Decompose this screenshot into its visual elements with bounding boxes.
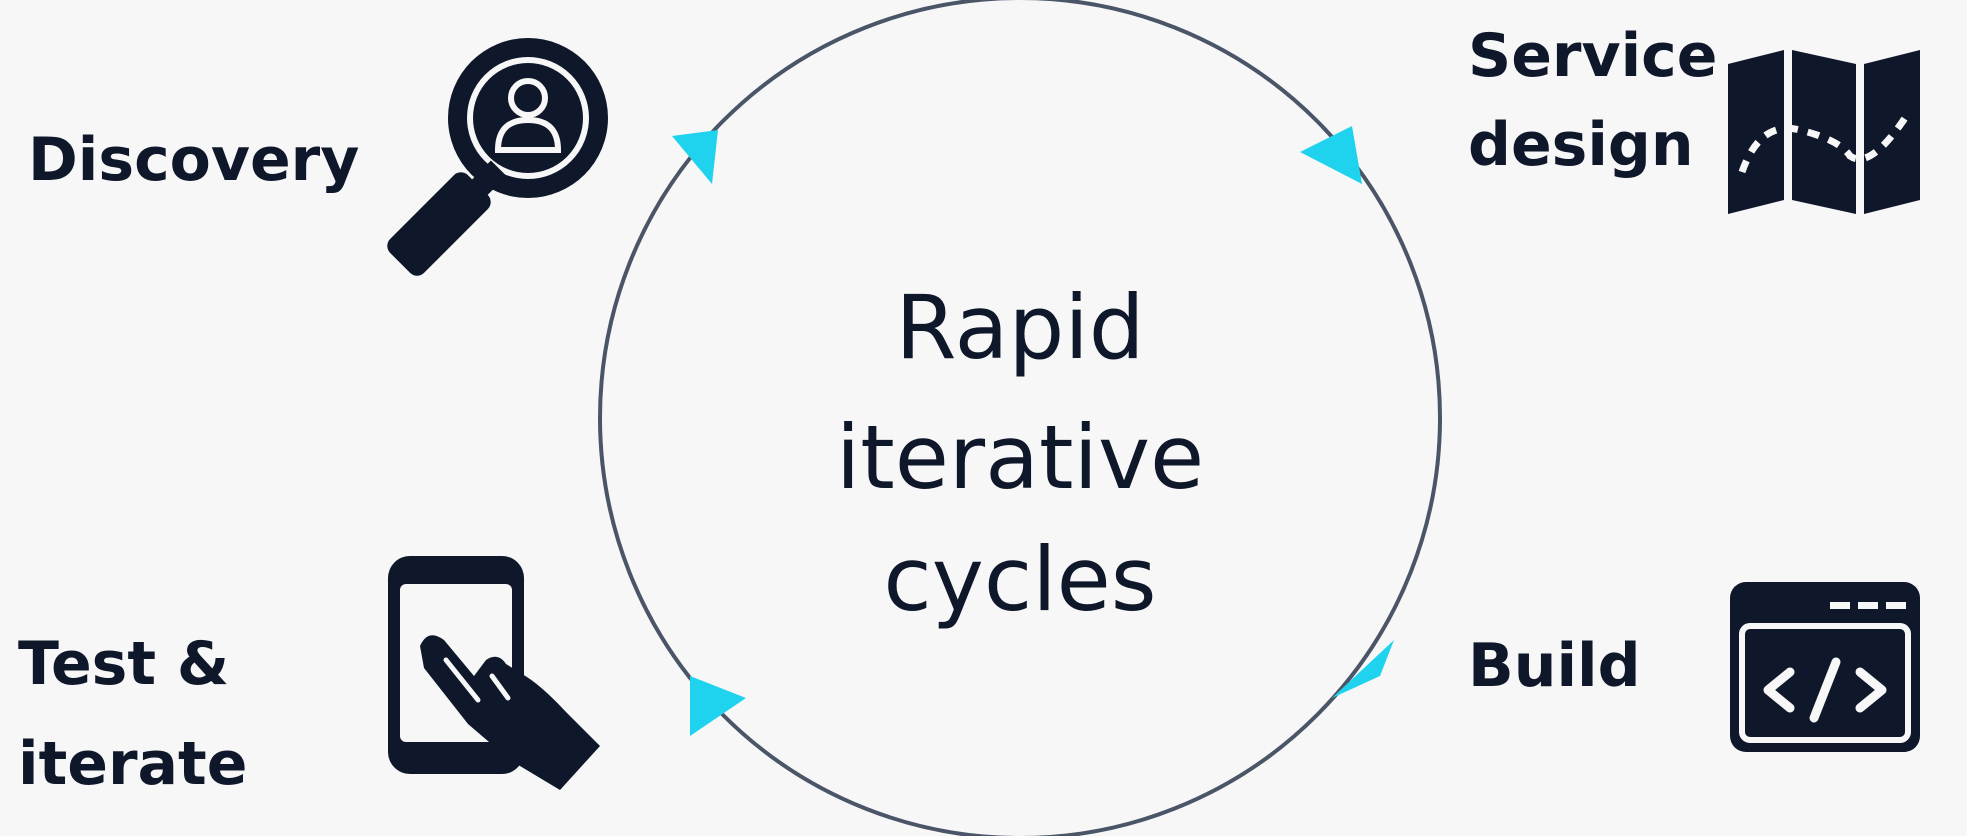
center-line-3: cycles [883, 528, 1156, 631]
cycle-arrow-top-left [672, 130, 718, 184]
map-icon [1728, 50, 1920, 214]
build-label: Build [1468, 631, 1641, 701]
center-line-1: Rapid [895, 276, 1144, 379]
discovery-label: Discovery [28, 125, 359, 195]
cycle-arrow-top-right [1300, 126, 1362, 184]
center-line-2: iterative [836, 406, 1204, 509]
cycle-ring [598, 0, 1442, 836]
code-window-icon [1730, 582, 1920, 752]
test-iterate-label-1: Test & [18, 629, 229, 699]
cycle-arrow-bottom-left [690, 676, 746, 736]
magnifier-user-icon [387, 38, 608, 276]
cycle-arrow-bottom-right [1332, 640, 1394, 698]
center-title: Rapid iterative cycles [836, 276, 1204, 631]
service-design-label-1: Service [1468, 21, 1717, 91]
service-design-label-2: design [1468, 110, 1694, 180]
phone-touch-icon [388, 556, 600, 790]
test-iterate-label-2: iterate [18, 729, 247, 799]
